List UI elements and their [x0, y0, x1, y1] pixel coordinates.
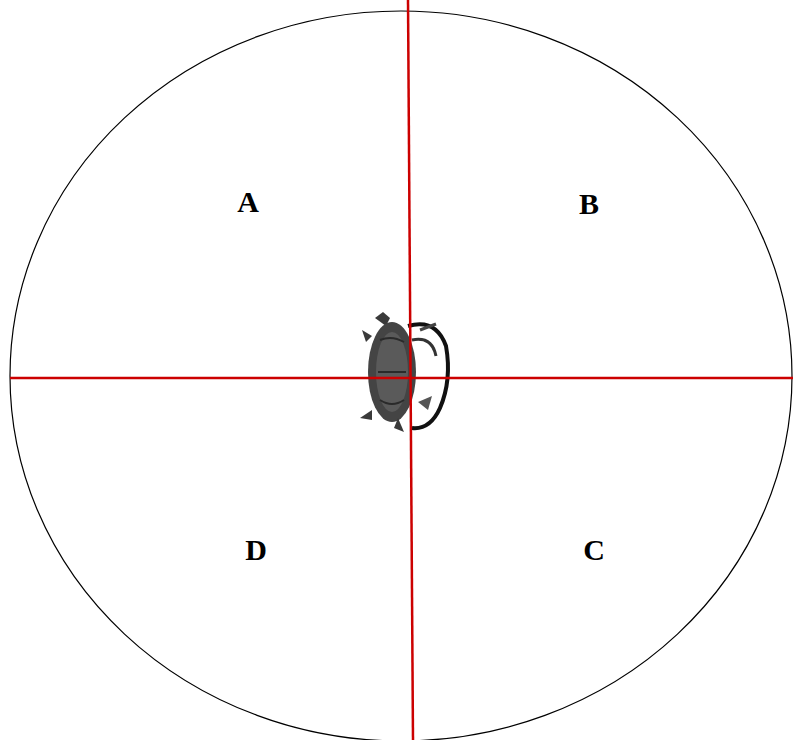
horizontal-divider — [10, 377, 793, 380]
quadrant-label: A — [237, 187, 259, 217]
arena-outline — [10, 11, 792, 740]
turtle-figure — [360, 312, 448, 432]
vertical-divider — [408, 0, 413, 740]
quadrant-label: C — [583, 535, 605, 565]
quadrant-label: D — [245, 535, 267, 565]
quadrant-label: B — [579, 189, 599, 219]
